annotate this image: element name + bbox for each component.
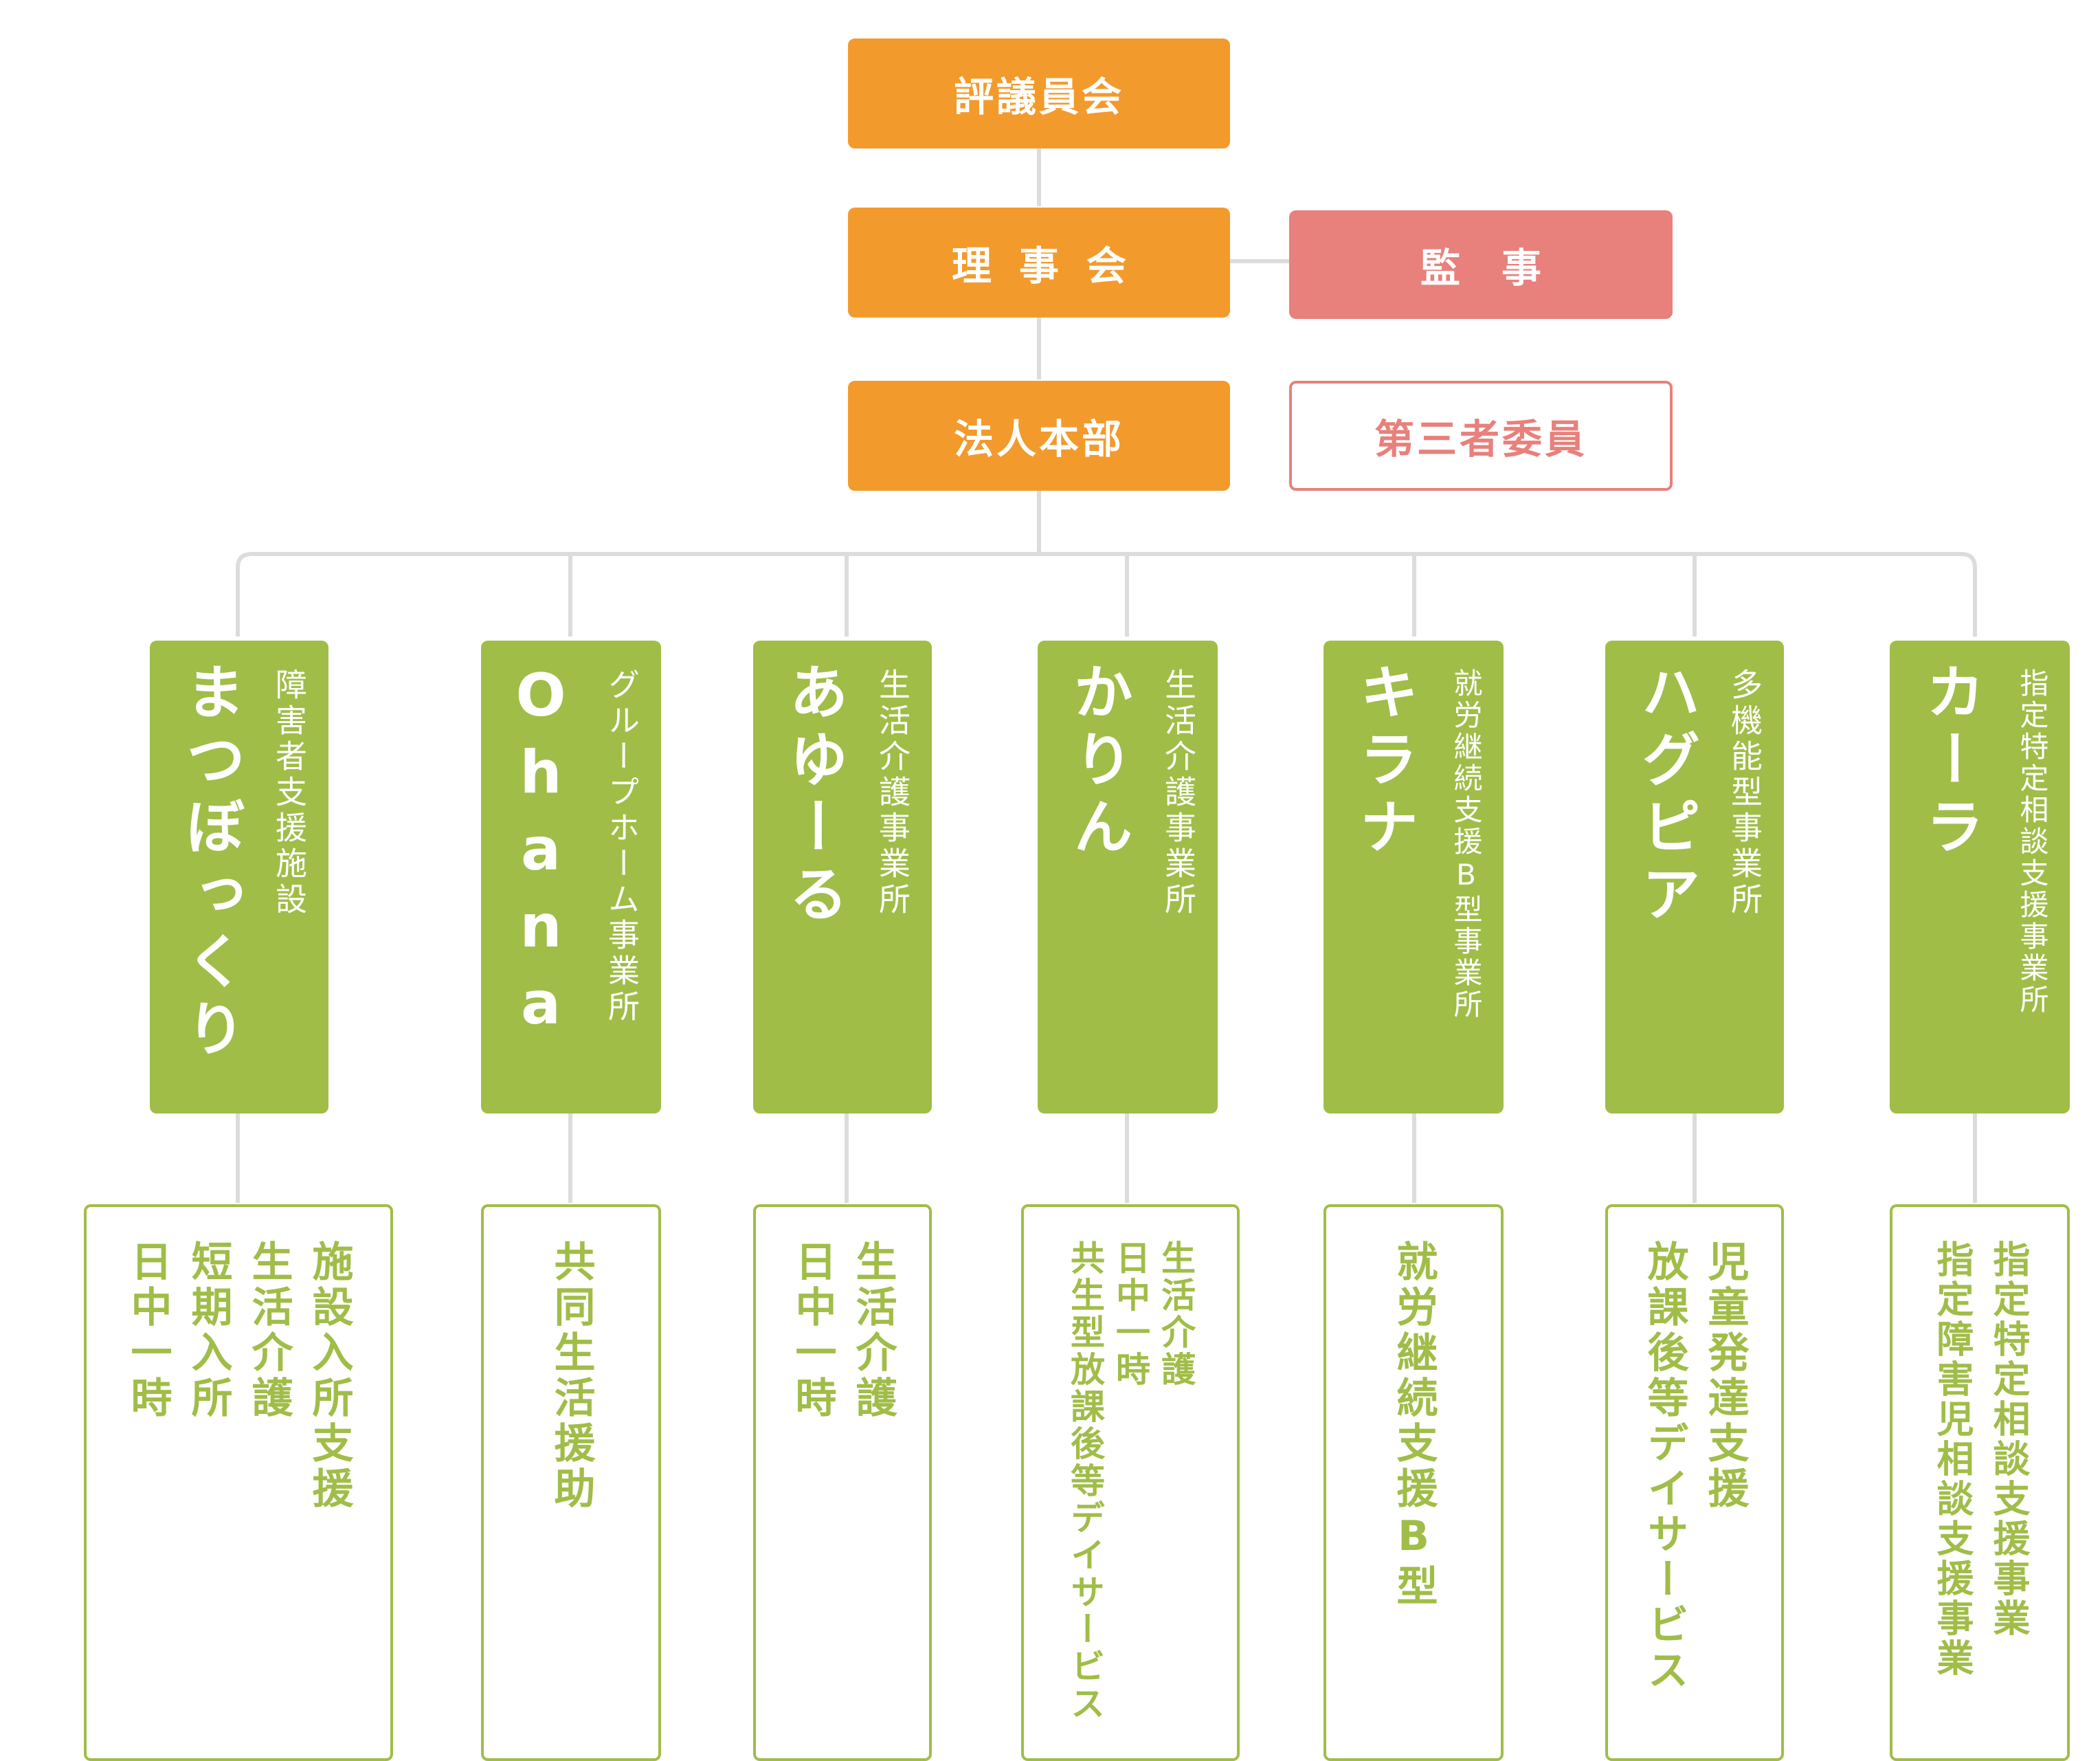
facility-box-karin: かりん 生活介護事業所 bbox=[1038, 641, 1218, 1114]
facility-box-kara: カーラ 指定特定相談支援事業所 bbox=[1890, 641, 2070, 1114]
board-box: 理事会 bbox=[848, 208, 1230, 318]
facility-type: グループホーム事業所 bbox=[603, 668, 640, 1026]
service-item: 生活介護 bbox=[1156, 1240, 1196, 1388]
service-item: 共同生活援助 bbox=[547, 1240, 595, 1512]
service-item: 日中一時 bbox=[124, 1240, 172, 1421]
service-item: 短期入所 bbox=[184, 1240, 232, 1421]
service-item: 共生型放課後等デイサービス bbox=[1065, 1240, 1105, 1723]
services-box-kirana: 就労継続支援B型 bbox=[1323, 1204, 1504, 1761]
service-item: 指定障害児相談支援事業 bbox=[1930, 1240, 1974, 1679]
facility-name: キラナ bbox=[1349, 661, 1418, 863]
council-box: 評議員会 bbox=[848, 38, 1230, 148]
facility-box-hagupia: ハグピア 多機能型事業所 bbox=[1605, 641, 1784, 1114]
services-box-ayuru: 生活介護 日中一時 bbox=[753, 1204, 932, 1761]
facility-type: 生活介護事業所 bbox=[874, 668, 911, 918]
services-box-matsubokkuri: 施設入所支援 生活介護 短期入所 日中一時 bbox=[84, 1204, 393, 1761]
board-label: 理事会 bbox=[951, 243, 1154, 289]
facility-box-kirana: キラナ 就労継続支援B型事業所 bbox=[1323, 641, 1504, 1114]
facility-type: 障害者支援施設 bbox=[271, 668, 308, 918]
facility-name: かりん bbox=[1063, 661, 1132, 863]
facility-type: 指定特定相談支援事業所 bbox=[2015, 668, 2049, 1016]
facility-box-matsubokkuri: まつぼっくり 障害者支援施設 bbox=[150, 641, 328, 1114]
council-label: 評議員会 bbox=[953, 74, 1124, 120]
facility-name: Ohana bbox=[506, 661, 575, 1046]
facility-type: 就労継続支援B型事業所 bbox=[1449, 668, 1483, 1021]
service-item: 児童発達支援 bbox=[1701, 1240, 1749, 1512]
service-item: 就労継続支援B型 bbox=[1389, 1240, 1438, 1610]
facility-type: 多機能型事業所 bbox=[1726, 668, 1763, 918]
service-item: 生活介護 bbox=[245, 1240, 293, 1421]
facility-box-ayuru: あゆーる 生活介護事業所 bbox=[753, 641, 932, 1114]
facility-name: あゆーる bbox=[779, 661, 847, 931]
facility-type: 生活介護事業所 bbox=[1160, 668, 1197, 918]
third-party-label: 第三者委員 bbox=[1374, 416, 1587, 463]
services-box-karin: 生活介護 日中一時 共生型放課後等デイサービス bbox=[1021, 1204, 1240, 1761]
service-item: 放課後等デイサービス bbox=[1640, 1240, 1688, 1694]
third-party-box: 第三者委員 bbox=[1289, 381, 1673, 491]
facility-name: カーラ bbox=[1915, 661, 1984, 863]
facility-name: ハグピア bbox=[1631, 661, 1699, 931]
headquarters-label: 法人本部 bbox=[953, 416, 1124, 463]
facility-name: まつぼっくり bbox=[175, 661, 244, 1065]
auditor-box: 監事 bbox=[1289, 210, 1673, 319]
facility-box-ohana: Ohana グループホーム事業所 bbox=[481, 641, 661, 1114]
service-item: 生活介護 bbox=[849, 1240, 897, 1421]
headquarters-box: 法人本部 bbox=[848, 381, 1230, 491]
services-box-kara: 指定特定相談支援事業 指定障害児相談支援事業 bbox=[1890, 1204, 2070, 1761]
auditor-label: 監事 bbox=[1420, 245, 1583, 291]
service-item: 日中一時 bbox=[1110, 1240, 1150, 1388]
services-box-hagupia: 児童発達支援 放課後等デイサービス bbox=[1605, 1204, 1784, 1761]
service-item: 施設入所支援 bbox=[305, 1240, 353, 1512]
services-box-ohana: 共同生活援助 bbox=[481, 1204, 661, 1761]
service-item: 日中一時 bbox=[788, 1240, 836, 1421]
service-item: 指定特定相談支援事業 bbox=[1987, 1240, 2030, 1639]
